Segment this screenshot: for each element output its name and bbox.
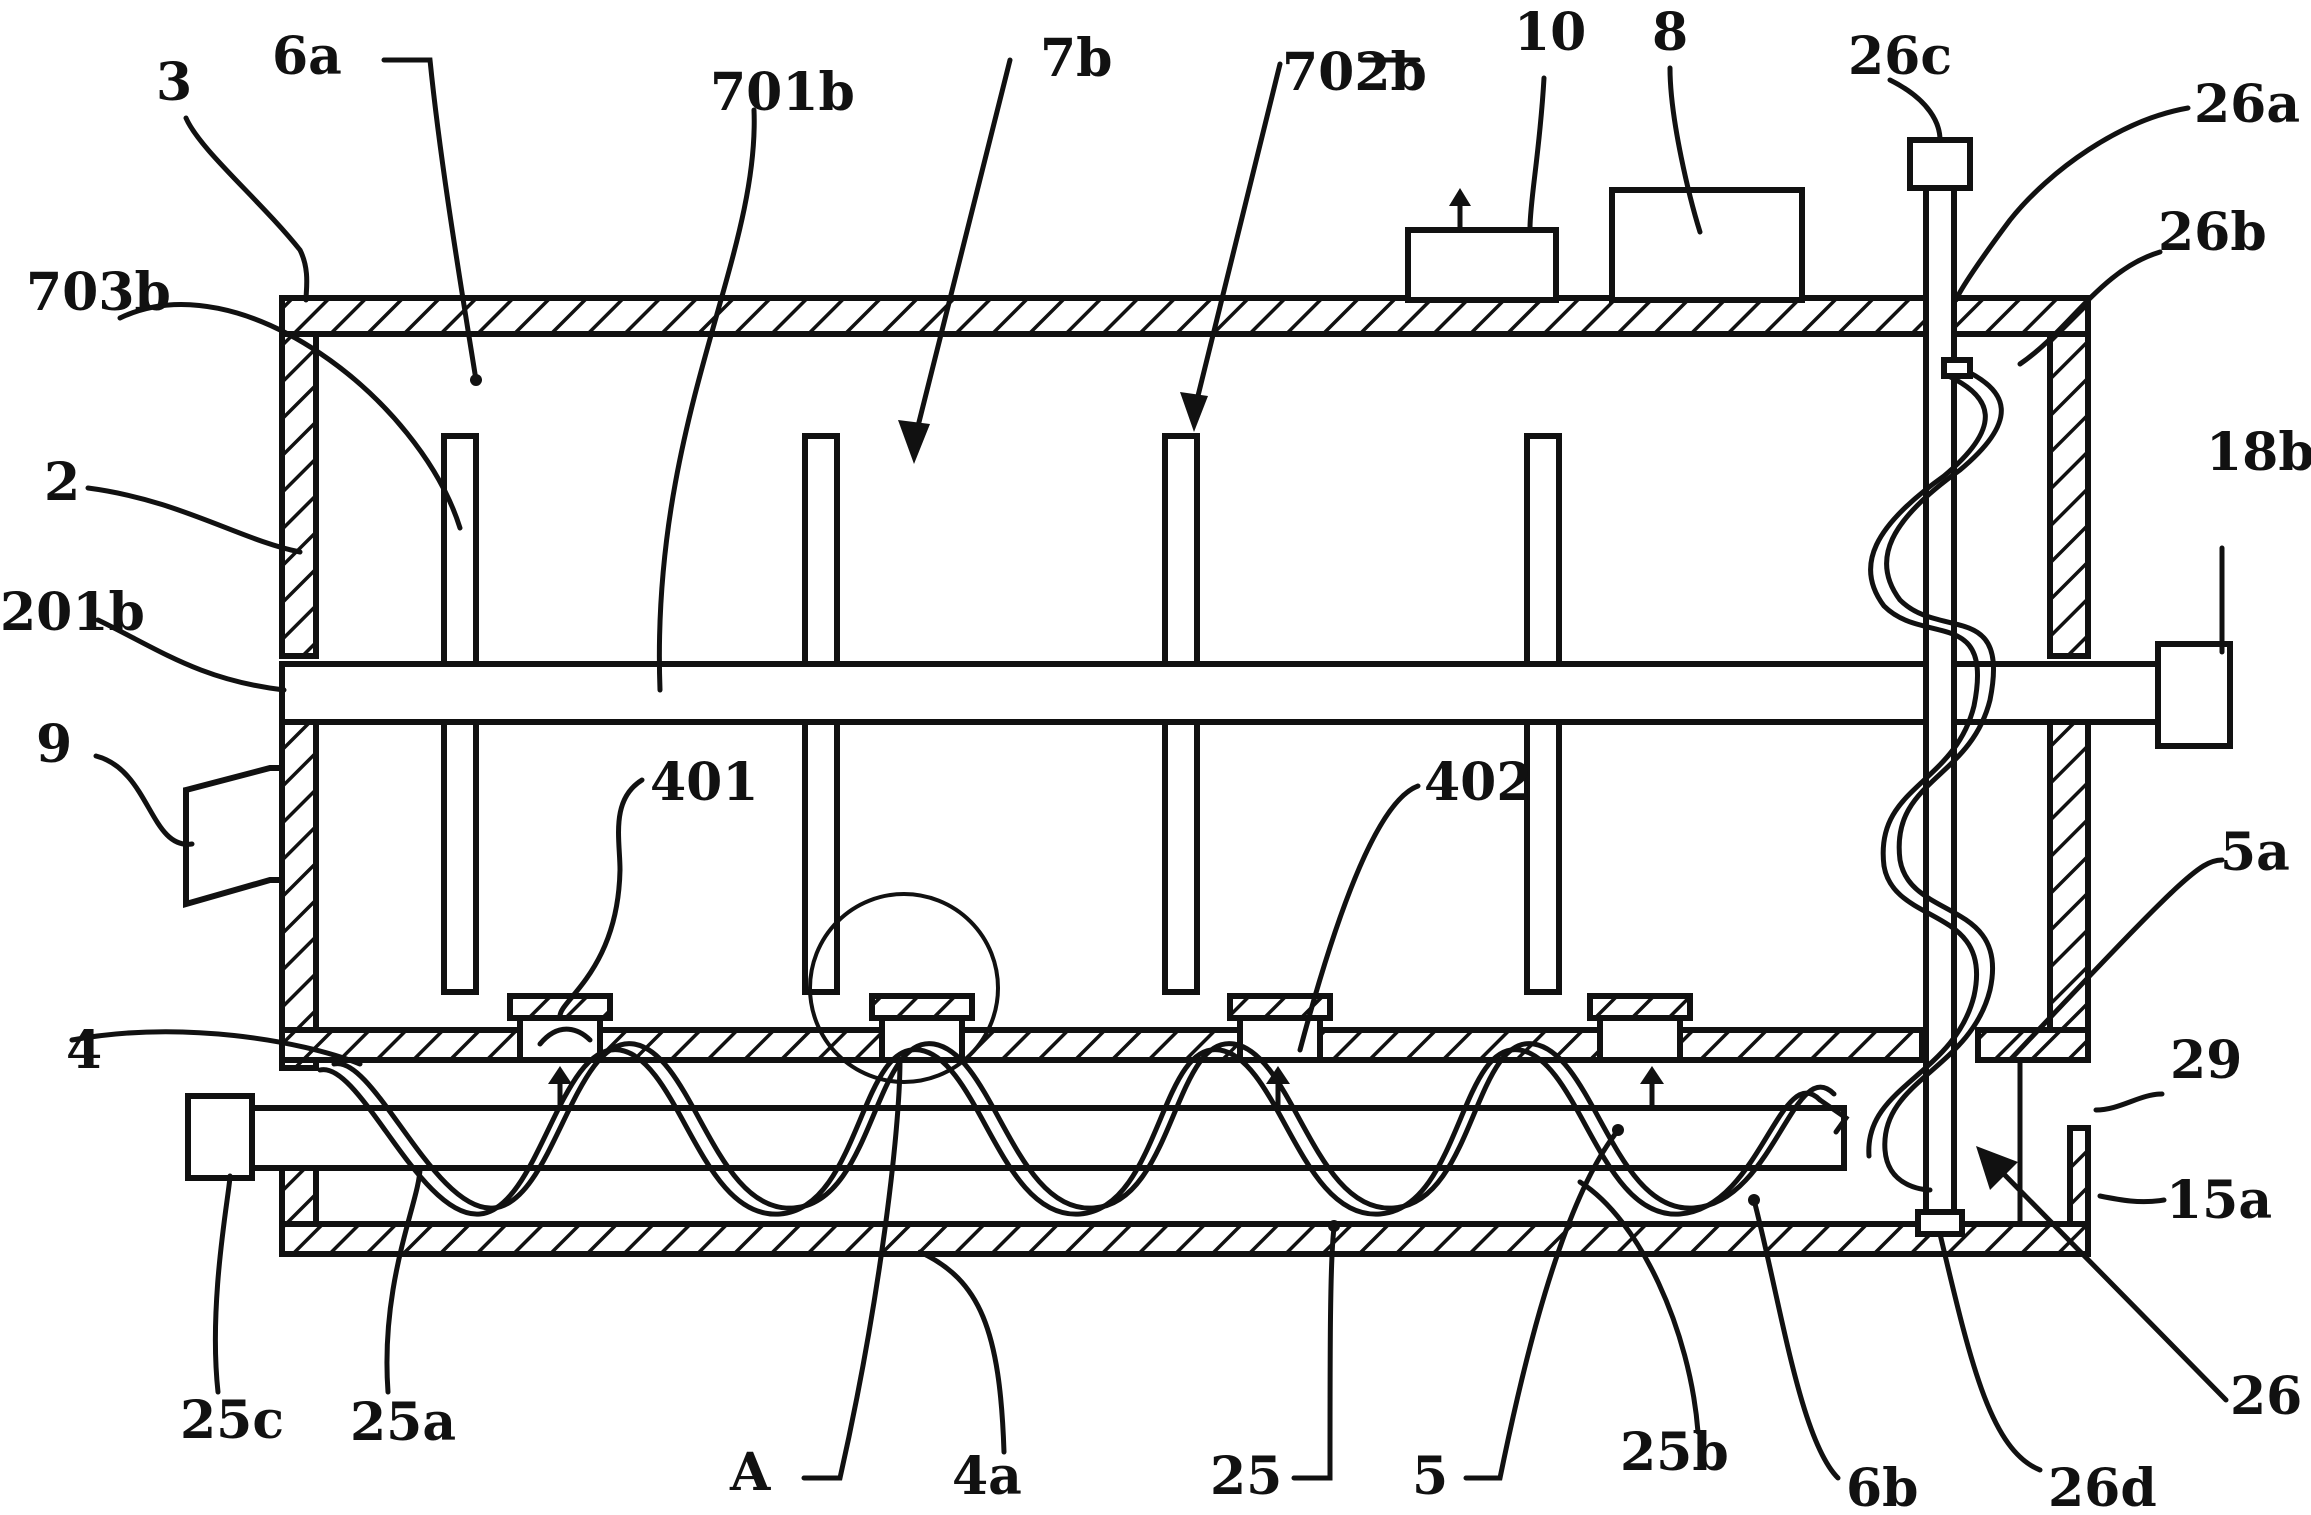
label-2: 2 bbox=[44, 452, 80, 513]
valve-cap-4 bbox=[1587, 993, 1693, 1021]
label-26a: 26a bbox=[2194, 74, 2300, 135]
detail-circle-A bbox=[808, 892, 1000, 1084]
horizontal-helix bbox=[317, 1026, 1850, 1217]
valve-body-4 bbox=[1597, 1015, 1683, 1063]
main-shaft bbox=[279, 661, 2163, 725]
box-10 bbox=[1405, 227, 1559, 303]
label-402: 402 bbox=[1424, 752, 1533, 813]
label-25a: 25a bbox=[350, 1392, 456, 1453]
vertical-helix bbox=[1866, 357, 2004, 1193]
box-9 bbox=[183, 765, 285, 908]
label-26b: 26b bbox=[2158, 202, 2267, 263]
label-8: 8 bbox=[1652, 2, 1688, 63]
top-wall bbox=[279, 295, 2091, 337]
leader-lines bbox=[69, 57, 2225, 1481]
right-wall-upper bbox=[2047, 331, 2091, 659]
label-5: 5 bbox=[1412, 1446, 1448, 1507]
label-25: 25 bbox=[1210, 1446, 1282, 1507]
left-wall-bottom bbox=[279, 1165, 319, 1227]
valve-body-2 bbox=[879, 1015, 965, 1063]
label-6a: 6a bbox=[272, 26, 342, 87]
label-703b: 703b bbox=[26, 262, 171, 323]
label-7b: 7b bbox=[1040, 28, 1113, 89]
bottom-wall bbox=[279, 1221, 2091, 1257]
label-201b: 201b bbox=[0, 582, 145, 643]
label-4a: 4a bbox=[952, 1446, 1022, 1507]
label-6b: 6b bbox=[1846, 1458, 1919, 1515]
label-18b: 18b bbox=[2206, 422, 2311, 483]
label-701b: 701b bbox=[710, 62, 855, 123]
shaft-bottom-26d bbox=[1915, 1209, 1965, 1237]
label-A: A bbox=[729, 1442, 771, 1503]
label-4: 4 bbox=[66, 1020, 102, 1081]
label-26c: 26c bbox=[1848, 26, 1952, 87]
label-15a: 15a bbox=[2166, 1170, 2272, 1231]
valve-cap-2 bbox=[869, 993, 975, 1021]
box-8 bbox=[1609, 187, 1805, 303]
label-5a: 5a bbox=[2220, 822, 2290, 883]
label-29: 29 bbox=[2170, 1030, 2242, 1091]
label-10: 10 bbox=[1514, 2, 1586, 63]
part-15a bbox=[2067, 1125, 2091, 1227]
label-9: 9 bbox=[36, 714, 72, 775]
motor-25c bbox=[185, 1093, 255, 1181]
label-26d: 26d bbox=[2048, 1458, 2157, 1515]
label-401: 401 bbox=[650, 752, 759, 813]
left-wall-lower bbox=[279, 719, 319, 1071]
label-702b: 702b bbox=[1282, 42, 1427, 103]
label-25b: 25b bbox=[1620, 1422, 1729, 1483]
flow-arrows bbox=[548, 1066, 1664, 1109]
left-wall-upper bbox=[279, 331, 319, 659]
motor-18b bbox=[2155, 641, 2233, 749]
label-3: 3 bbox=[156, 52, 192, 113]
label-26: 26 bbox=[2230, 1366, 2302, 1427]
label-25c: 25c bbox=[180, 1390, 284, 1451]
shaft-top-26c bbox=[1907, 137, 1973, 191]
